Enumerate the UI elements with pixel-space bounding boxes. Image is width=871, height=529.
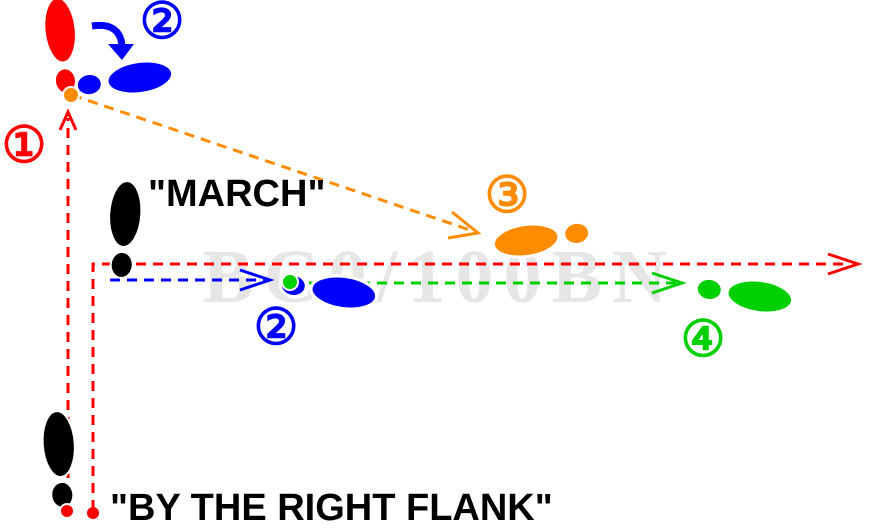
command-preparatory: "BY THE RIGHT FLANK" [110, 487, 553, 529]
curved-arrow-icon [91, 21, 134, 60]
start-left-foot [39, 409, 81, 511]
green-step-arrowhead [651, 271, 687, 295]
step-number-1: ① [2, 117, 47, 173]
blue-step-arrowhead [239, 268, 275, 292]
orange-step-arrowhead [447, 210, 482, 240]
step2-mid-heel-dot [281, 273, 299, 291]
red-flank-arrowhead [827, 252, 863, 276]
orange-step-path [71, 93, 471, 232]
step2-top-right-foot [72, 55, 177, 104]
step-number-2-top: ② [140, 0, 185, 49]
start-left-heel-dot [59, 503, 75, 519]
step-number-4: ④ [681, 311, 726, 367]
watermark: BC0/100BN [203, 235, 677, 319]
start-right-heel-dot [87, 507, 99, 519]
step-number-2-mid: ② [254, 299, 299, 355]
step1-pivot-dot [62, 86, 80, 104]
path-lines [58, 93, 863, 510]
command-execution: "MARCH" [148, 173, 325, 215]
step-number-3: ③ [485, 167, 530, 223]
red-flank-path [91, 262, 850, 510]
red-forward-arrowhead [58, 108, 78, 131]
